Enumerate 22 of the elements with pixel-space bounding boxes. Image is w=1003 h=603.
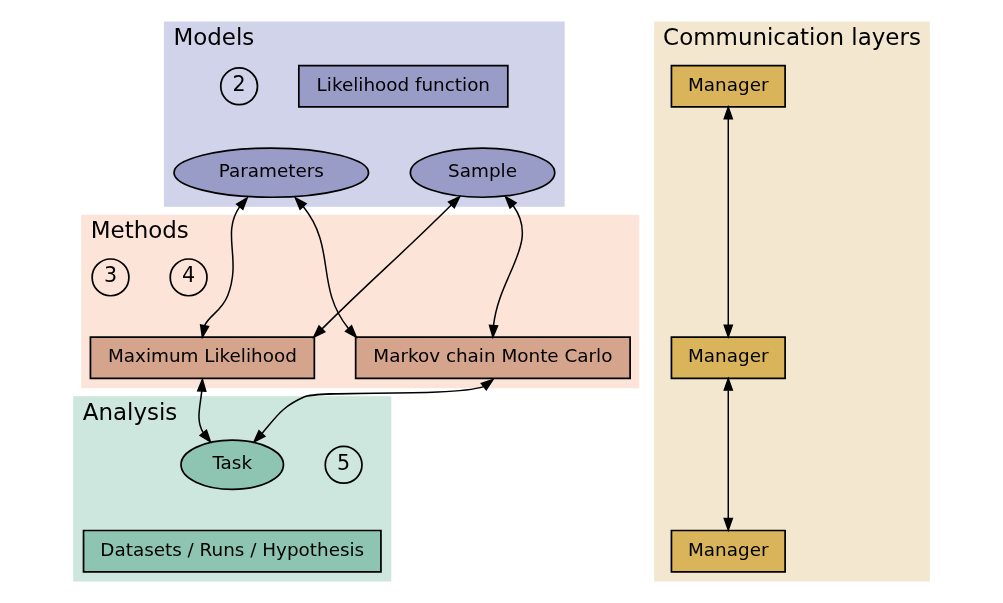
arrow <box>312 195 462 339</box>
arrow <box>723 104 734 340</box>
node-circle: 2 <box>219 67 259 106</box>
arrow <box>199 196 249 340</box>
arrow <box>293 196 358 339</box>
node-circle: 3 <box>91 258 130 297</box>
node-circle: 5 <box>324 445 363 485</box>
node-circle: 4 <box>169 258 208 297</box>
arrow <box>488 195 524 340</box>
node-box: Datasets / Runs / Hypothesis <box>82 529 382 573</box>
node-box: Markov chain Monte Carlo <box>354 336 631 380</box>
node-box: Manager <box>670 336 786 380</box>
arrow <box>252 378 495 444</box>
node-box: Manager <box>670 64 786 108</box>
arrow <box>196 377 212 444</box>
node-ellipse: Task <box>180 439 285 491</box>
node-ellipse: Parameters <box>173 147 370 199</box>
node-ellipse: Sample <box>409 147 556 199</box>
arrow <box>723 376 734 533</box>
node-box: Manager <box>670 529 786 573</box>
node-box: Likelihood function <box>297 64 509 108</box>
node-box: Maximum Likelihood <box>89 336 316 380</box>
